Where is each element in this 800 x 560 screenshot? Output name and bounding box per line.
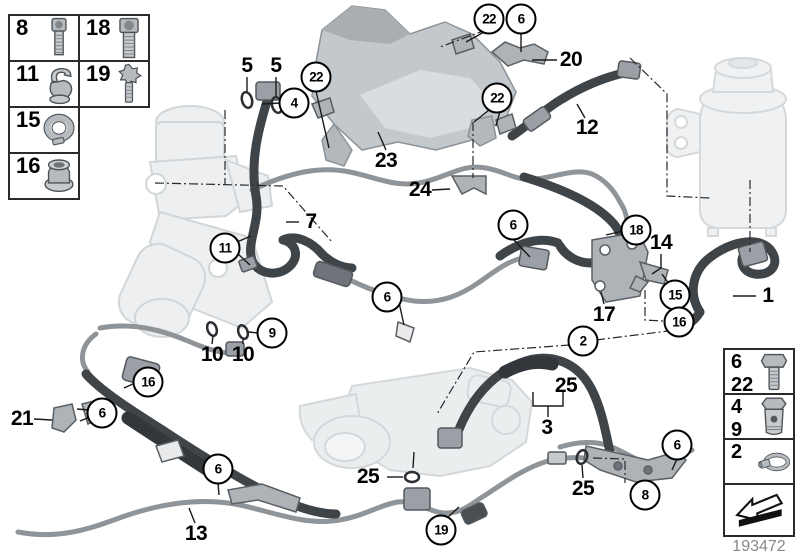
circled-callout-2[interactable]: 2 — [567, 325, 599, 357]
callout-7[interactable]: 7 — [305, 210, 317, 233]
legend-item-11[interactable]: 11 — [8, 60, 80, 108]
callout-10[interactable]: 10 — [200, 343, 224, 366]
legend-item-numbers: 19 — [86, 61, 111, 86]
callout-3[interactable]: 3 — [541, 416, 553, 439]
callout-1[interactable]: 1 — [762, 284, 774, 307]
callout-5[interactable]: 5 — [270, 54, 282, 77]
legend-item-numbers: 11 — [16, 61, 40, 86]
circled-callout-22[interactable]: 22 — [473, 3, 505, 35]
spring-clip-icon — [43, 63, 75, 105]
callout-5[interactable]: 5 — [241, 54, 253, 77]
clamp-ring-icon — [43, 109, 75, 151]
circled-callout-4[interactable]: 4 — [278, 87, 310, 119]
flange-nut-icon — [43, 155, 75, 197]
torx-bolt-icon — [113, 63, 145, 105]
callout-20[interactable]: 20 — [559, 48, 583, 71]
circled-callout-6[interactable]: 6 — [661, 429, 693, 461]
circled-callout-16[interactable]: 16 — [663, 306, 695, 338]
circled-callout-6[interactable]: 6 — [497, 209, 529, 241]
circled-callout-16[interactable]: 16 — [132, 366, 164, 398]
callout-13[interactable]: 13 — [184, 522, 208, 545]
circled-callout-22[interactable]: 22 — [300, 61, 332, 93]
callout-10[interactable]: 10 — [231, 343, 255, 366]
callout-23[interactable]: 23 — [374, 149, 398, 172]
legend-item-direction-arrow[interactable] — [723, 483, 795, 537]
circled-callout-11[interactable]: 11 — [209, 232, 241, 264]
legend-item-numbers: 8 — [16, 15, 29, 40]
legend-item-16[interactable]: 16 — [8, 152, 80, 200]
callout-25[interactable]: 25 — [356, 465, 380, 488]
callout-14[interactable]: 14 — [649, 231, 673, 254]
legend-item-18[interactable]: 18 — [78, 14, 150, 62]
circled-callout-19[interactable]: 19 — [425, 514, 457, 546]
circled-callout-6[interactable]: 6 — [371, 281, 403, 313]
callout-25[interactable]: 25 — [554, 374, 578, 397]
circled-callout-22[interactable]: 22 — [481, 82, 513, 114]
callout-24[interactable]: 24 — [408, 178, 432, 201]
legend-item-2[interactable]: 2 — [723, 438, 795, 485]
legend-item-19[interactable]: 19 — [78, 60, 150, 108]
brackets — [51, 33, 688, 513]
callout-25[interactable]: 25 — [571, 477, 595, 500]
circled-callout-6[interactable]: 6 — [202, 453, 234, 485]
callout-12[interactable]: 12 — [575, 116, 599, 139]
callout-17[interactable]: 17 — [592, 303, 616, 326]
circled-callout-6[interactable]: 6 — [505, 3, 537, 35]
circled-callout-9[interactable]: 9 — [256, 317, 288, 349]
legend-item-numbers: 16 — [16, 153, 41, 178]
direction-arrow-icon — [731, 489, 787, 531]
banjo-bolt-icon — [758, 396, 790, 438]
allen-bolt-icon — [43, 17, 75, 59]
hose-clamp-icon — [758, 441, 790, 483]
hex-bolt-icon — [758, 351, 790, 393]
legend-item-numbers: 2 — [731, 441, 743, 463]
reservoir-ghost — [666, 57, 787, 237]
o-rings — [205, 90, 589, 484]
legend-item-15[interactable]: 15 — [8, 106, 80, 154]
allen-bolt-large-icon — [113, 17, 145, 59]
construction-lines — [154, 29, 751, 483]
legend-item-8[interactable]: 8 — [8, 14, 80, 62]
figure-number: 193472 — [732, 538, 786, 555]
circled-callout-8[interactable]: 8 — [629, 479, 661, 511]
circled-callout-6[interactable]: 6 — [86, 397, 118, 429]
legend-item-numbers: 18 — [86, 15, 111, 40]
legend-item-numbers: 15 — [16, 107, 41, 132]
legend-top-left: 8 18 11 19 15 16 — [8, 14, 152, 206]
circled-callout-18[interactable]: 18 — [620, 214, 652, 246]
callout-21[interactable]: 21 — [10, 407, 34, 430]
